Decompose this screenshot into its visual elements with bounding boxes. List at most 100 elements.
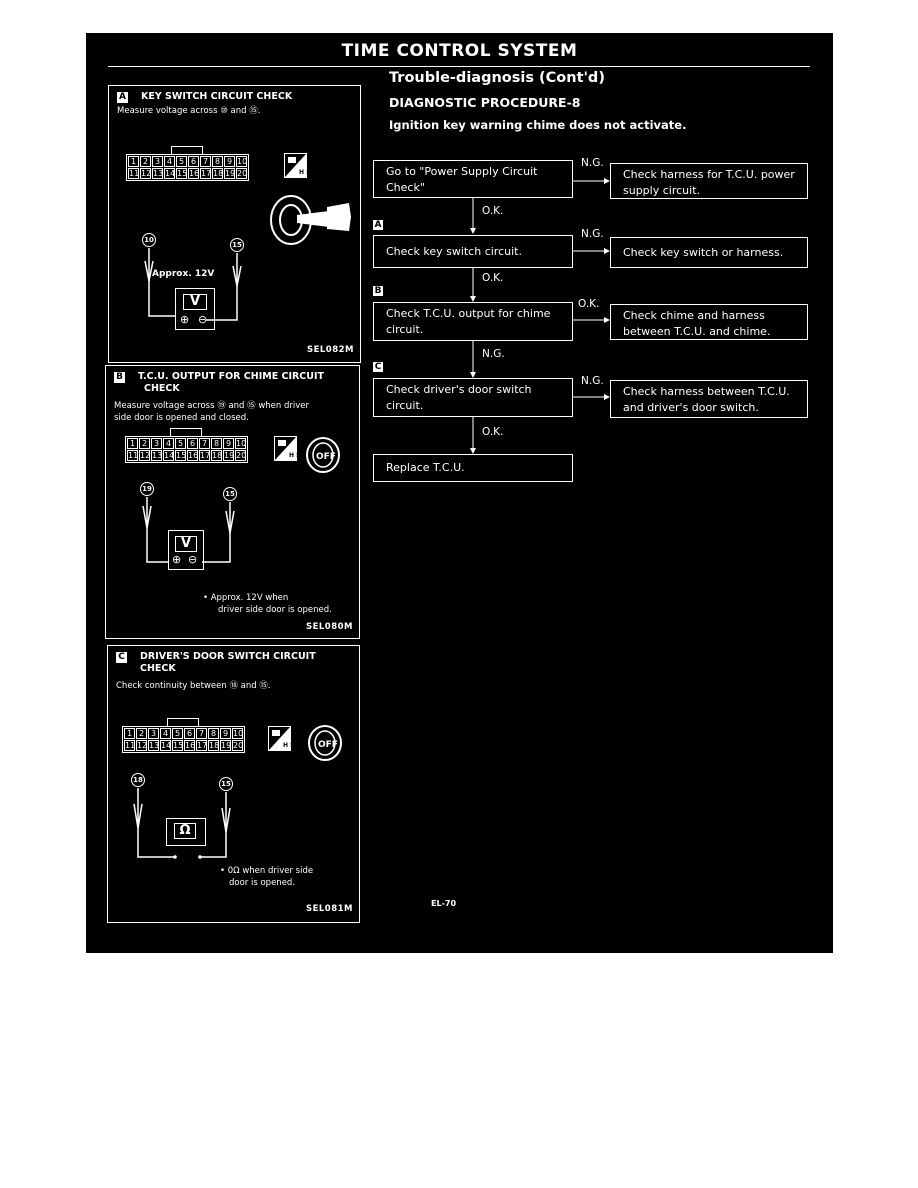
connector-pin: 13 xyxy=(151,450,162,461)
connector-pin: 5 xyxy=(175,438,186,449)
connector-pin: 8 xyxy=(212,156,223,167)
connector-pin: 14 xyxy=(160,740,171,751)
harness-connector-icon: H S xyxy=(274,436,297,461)
negative-terminal: ⊖ xyxy=(188,553,198,566)
voltmeter: V ⊕ ⊖ xyxy=(168,530,204,570)
connector-pin: 18 xyxy=(208,740,219,751)
flow-step-replace-tcu: Replace T.C.U. xyxy=(373,454,573,482)
connector-pin: 8 xyxy=(211,438,222,449)
connector-pin: 11 xyxy=(128,168,139,179)
flow-step-tcu-output: Check T.C.U. output for chime circuit. xyxy=(373,302,573,341)
svg-text:H S: H S xyxy=(283,742,291,749)
connector-pin: 11 xyxy=(124,740,135,751)
flow-ref-label: B xyxy=(373,286,383,296)
connector-pin: 5 xyxy=(176,156,187,167)
panel-title: T.C.U. OUTPUT FOR CHIME CIRCUIT xyxy=(138,371,325,382)
figure-code: SEL081M xyxy=(305,904,353,914)
connector-pin: 2 xyxy=(139,438,150,449)
connector-pin: 2 xyxy=(140,156,151,167)
connector-pin: 18 xyxy=(212,168,223,179)
flow-step-door-switch: Check driver's door switch circuit. xyxy=(373,378,573,417)
connector-pin: 19 xyxy=(223,450,234,461)
panel-tcu-output-check: B T.C.U. OUTPUT FOR CHIME CIRCUIT CHECK … xyxy=(105,365,360,639)
ok-label: O.K. xyxy=(482,205,504,217)
flow-ref-label: A xyxy=(373,220,383,230)
manual-page: TIME CONTROL SYSTEM Trouble-diagnosis (C… xyxy=(86,33,833,953)
connector-pin: 20 xyxy=(236,168,247,179)
connector-pin: 14 xyxy=(164,168,175,179)
connector-pin: 5 xyxy=(172,728,183,739)
meter-face: Ω xyxy=(174,823,196,839)
connector-pin: 20 xyxy=(232,740,243,751)
ok-label: O.K. xyxy=(482,272,504,284)
svg-text:H S: H S xyxy=(299,169,307,176)
page-number: EL-70 xyxy=(431,899,457,908)
probe-terminal: 10 xyxy=(142,233,156,247)
ignition-off-icon: OFF xyxy=(308,725,342,761)
voltmeter: V ⊕ ⊖ xyxy=(175,288,215,330)
flow-result-power-harness: Check harness for T.C.U. power supply ci… xyxy=(610,163,808,199)
connector-pin: 15 xyxy=(175,450,186,461)
procedure-title: DIAGNOSTIC PROCEDURE-8 xyxy=(389,95,581,110)
connector-pin: 6 xyxy=(184,728,195,739)
connector-pin: 7 xyxy=(196,728,207,739)
flow-result-door-harness: Check harness between T.C.U. and driver'… xyxy=(610,380,808,418)
section-subtitle: Trouble-diagnosis (Cont'd) xyxy=(389,70,605,86)
positive-terminal: ⊕ xyxy=(172,553,182,566)
probe-terminal: 15 xyxy=(230,238,244,252)
ok-label: O.K. xyxy=(482,426,504,438)
connector-pin: 8 xyxy=(208,728,219,739)
probe-wires xyxy=(144,248,242,321)
connector-pin: 1 xyxy=(124,728,135,739)
connector-pin: 19 xyxy=(220,740,231,751)
panel-key-switch-check: A KEY SWITCH CIRCUIT CHECK Measure volta… xyxy=(108,85,361,363)
title-rule xyxy=(108,66,810,67)
ignition-off-icon: OFF xyxy=(306,437,340,473)
panel-label: A xyxy=(117,92,128,103)
connector-pin: 10 xyxy=(236,156,247,167)
connector-pin: 7 xyxy=(199,438,210,449)
harness-connector-icon: H S xyxy=(284,153,307,178)
connector-pin: 9 xyxy=(223,438,234,449)
svg-text:OFF: OFF xyxy=(316,452,336,462)
ohmmeter: Ω xyxy=(166,818,206,846)
connector-pin: 7 xyxy=(200,156,211,167)
connector-pin: 13 xyxy=(148,740,159,751)
flow-ref-label: C xyxy=(373,362,383,372)
panel-description: Measure voltage across ⑩ and ⑮. xyxy=(117,106,261,116)
flowchart-connectors xyxy=(470,178,610,454)
panel-title-line2: CHECK xyxy=(140,663,176,674)
connector-pin: 3 xyxy=(151,438,162,449)
harness-connector-icon: H S xyxy=(268,726,291,751)
connector-pin: 9 xyxy=(220,728,231,739)
connector-pin: 17 xyxy=(199,450,210,461)
panel-description: Measure voltage across ⑲ and ⑮ when driv… xyxy=(114,401,309,411)
page-title: TIME CONTROL SYSTEM xyxy=(341,41,578,61)
ng-label: N.G. xyxy=(581,228,604,240)
connector-pin: 12 xyxy=(139,450,150,461)
ng-label: N.G. xyxy=(581,157,604,169)
connector-pin: 11 xyxy=(127,450,138,461)
connector-pin: 17 xyxy=(196,740,207,751)
connector-pin: 12 xyxy=(136,740,147,751)
panel-title: DRIVER'S DOOR SWITCH CIRCUIT xyxy=(140,651,316,662)
svg-text:OFF: OFF xyxy=(318,740,338,750)
approx-voltage-label: Approx. 12V xyxy=(152,269,215,279)
probe-wires xyxy=(142,497,235,563)
ignition-key-icon xyxy=(270,195,351,245)
flow-step-power-supply: Go to "Power Supply Circuit Check" xyxy=(373,160,573,198)
measurement-note-line2: driver side door is opened. xyxy=(218,605,332,615)
flow-result-chime: Check chime and harness between T.C.U. a… xyxy=(610,304,808,340)
connector-pin: 10 xyxy=(232,728,243,739)
connector-pin: 4 xyxy=(164,156,175,167)
probe-wires xyxy=(133,788,231,859)
ng-label: N.G. xyxy=(581,375,604,387)
probe-terminal: 15 xyxy=(219,777,233,791)
connector-pin: 16 xyxy=(188,168,199,179)
probe-terminal: 15 xyxy=(223,487,237,501)
connector-pin: 1 xyxy=(128,156,139,167)
connector-pin: 13 xyxy=(152,168,163,179)
